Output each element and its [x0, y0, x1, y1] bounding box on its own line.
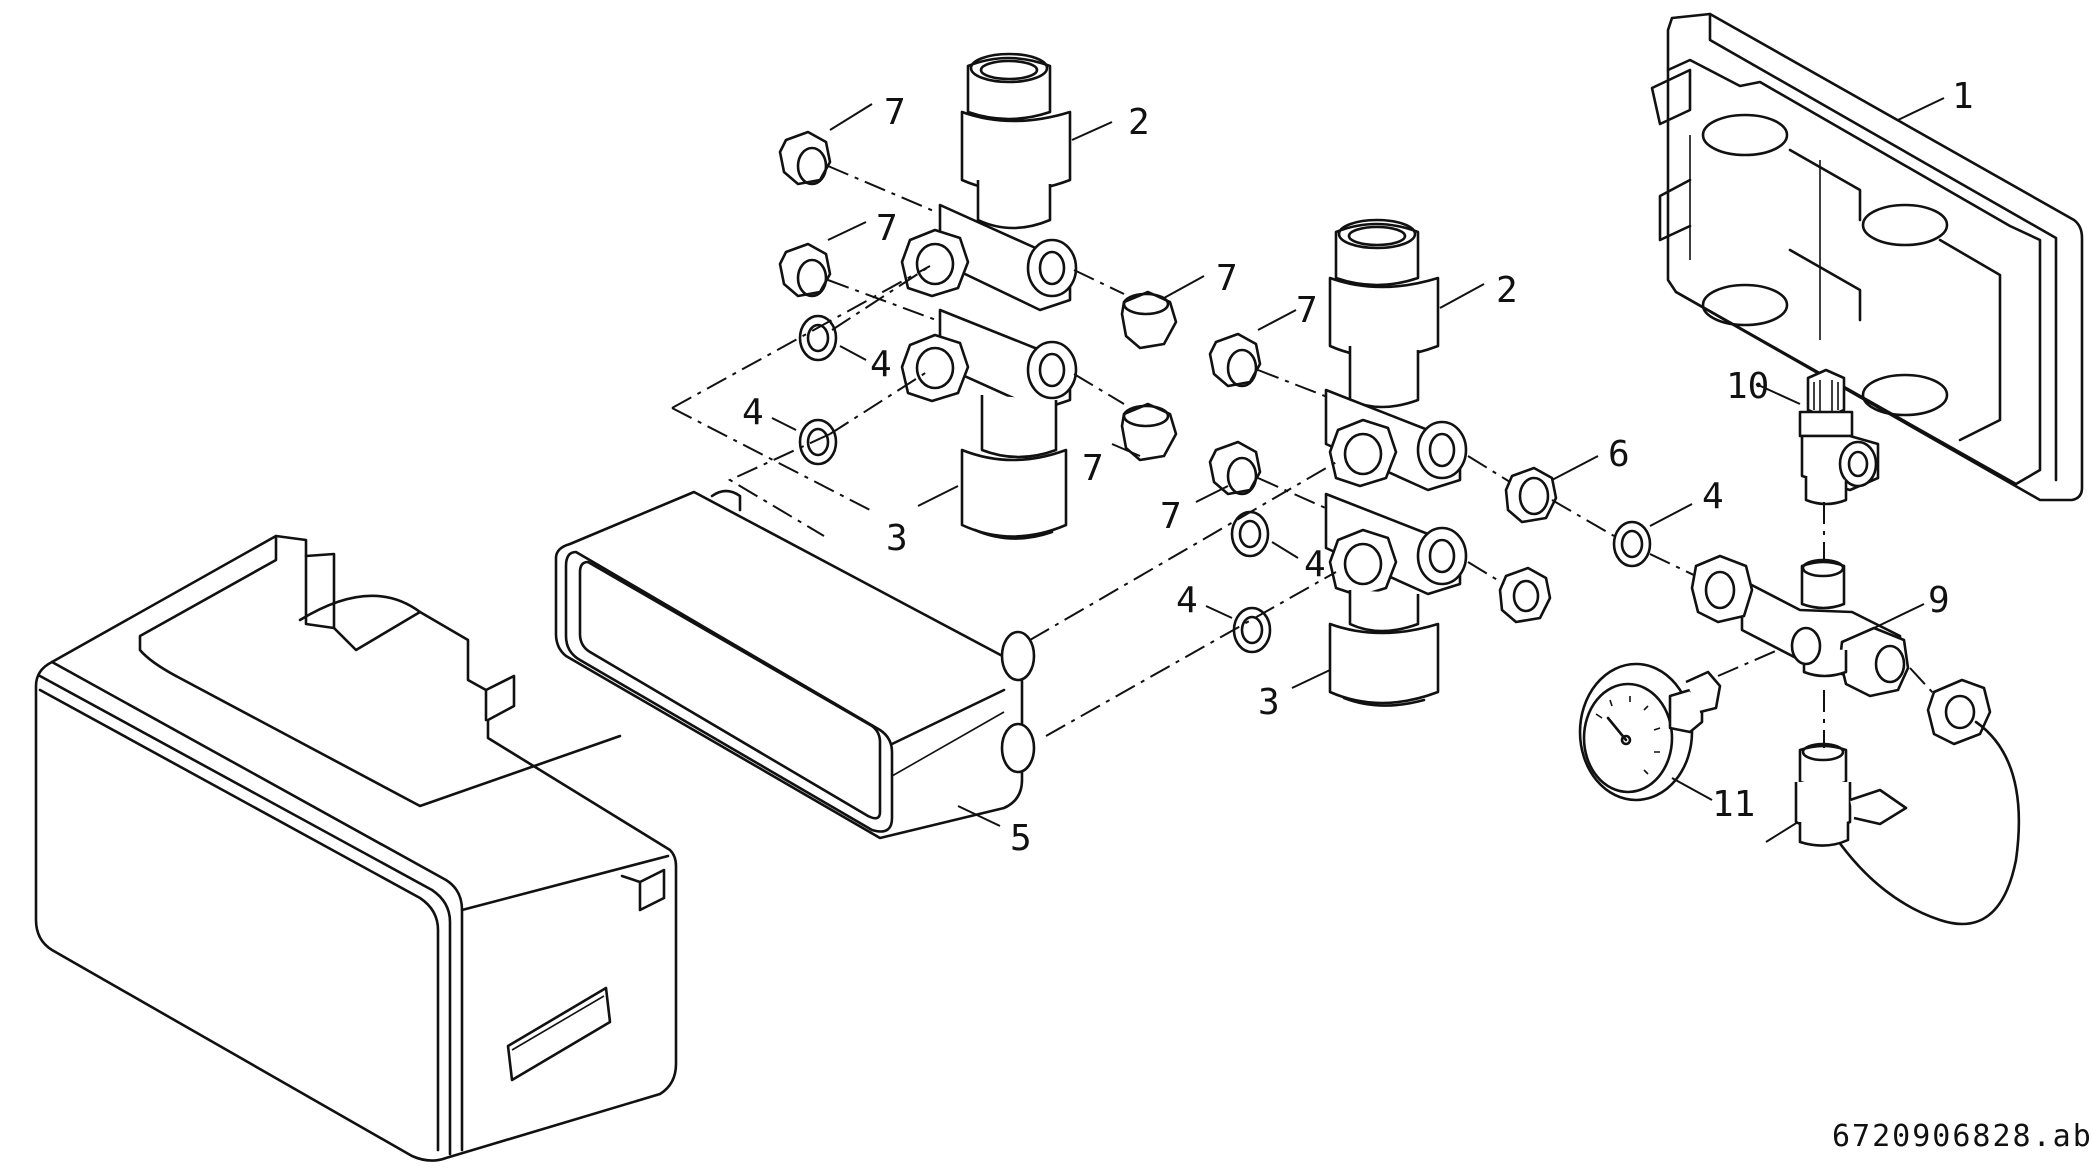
callout-4a: 4	[870, 344, 892, 385]
part-plug-7a	[778, 130, 832, 186]
part-pressure-gauge-10	[1578, 662, 1722, 802]
callout-1: 1	[1952, 76, 1974, 117]
callout-9: 10	[1726, 366, 1769, 407]
part-washer-4b	[798, 418, 838, 466]
callout-8: 9	[1928, 580, 1950, 621]
part-insulation-front-cover	[34, 534, 678, 1162]
callout-4b: 4	[742, 392, 764, 433]
part-washer-4a	[798, 314, 838, 362]
callout-2-upper: 2	[1128, 102, 1150, 143]
callout-3-upper: 3	[886, 518, 908, 559]
part-insulation-back-shell	[1650, 12, 2084, 502]
callout-7f: 7	[1160, 496, 1182, 537]
part-plug-7e	[1208, 332, 1262, 388]
callout-4c: 4	[1304, 544, 1326, 585]
callout-4d: 4	[1176, 580, 1198, 621]
part-lower-tee-assembly	[1324, 218, 1468, 707]
part-washer-4e	[1612, 520, 1652, 568]
part-plug-7b	[778, 242, 832, 298]
part-heat-exchanger-5	[554, 489, 1036, 840]
callout-7e: 7	[1296, 290, 1318, 331]
part-plug-7f	[1208, 440, 1262, 496]
part-washer-4d	[1232, 606, 1272, 654]
callout-2-lower: 2	[1496, 270, 1518, 311]
callout-7c: 7	[1216, 258, 1238, 299]
callout-7b: 7	[876, 208, 898, 249]
callout-7a: 7	[884, 92, 906, 133]
callout-4e: 4	[1702, 476, 1724, 517]
part-upper-tee-assembly	[900, 52, 1078, 540]
part-safety-valve-9	[1798, 368, 1880, 506]
document-code: 6720906828.ab	[1832, 1119, 2092, 1154]
callout-3-lower: 3	[1258, 682, 1280, 723]
part-plug-7c	[1120, 290, 1178, 350]
part-drain-valve-11	[1794, 742, 1908, 847]
callout-6: 6	[1608, 434, 1630, 475]
part-cap-with-cord	[1834, 678, 2021, 926]
part-tee-8	[1690, 554, 1910, 698]
part-plug-7d	[1120, 402, 1178, 462]
part-fitting-6	[1498, 466, 1558, 624]
callout-5: 5	[1010, 818, 1032, 859]
callout-7d: 7	[1082, 448, 1104, 489]
callout-10: 11	[1712, 784, 1755, 825]
